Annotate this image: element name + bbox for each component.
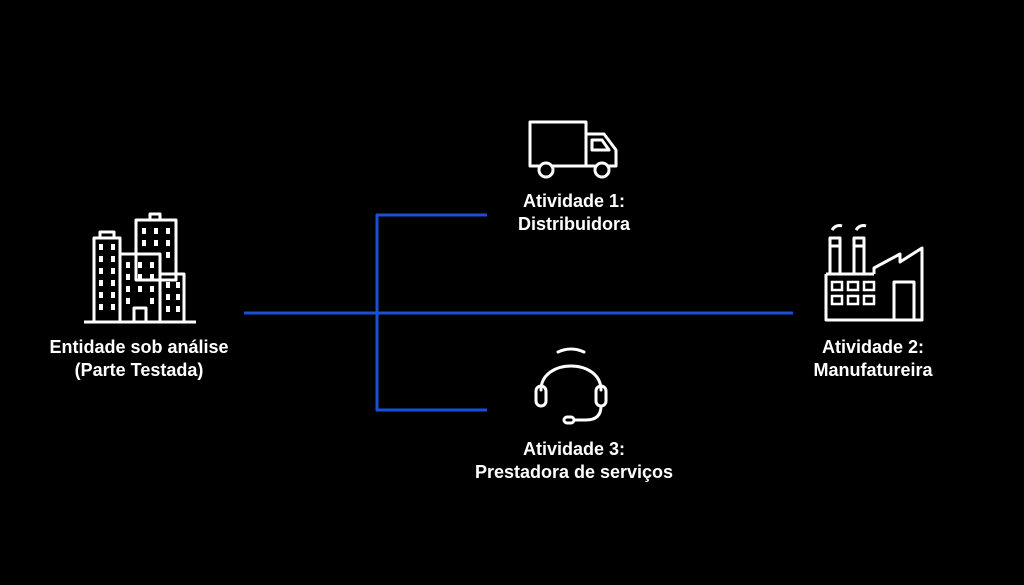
activity2-label: Atividade 2: Manufatureira: [783, 336, 963, 382]
activity3-label-line2: Prestadora de serviços: [474, 462, 674, 482]
entity-label: Entidade sob análise (Parte Testada): [30, 336, 248, 382]
activity3-label: Atividade 3: Prestadora de serviços: [444, 438, 704, 484]
entity-label-line2: (Parte Testada): [74, 360, 204, 380]
headset-icon: [534, 347, 608, 425]
activity1-label-line2: Distribuidora: [517, 214, 630, 234]
activity2-label-line1: Atividade 2:: [821, 337, 925, 357]
entity-label-line1: Entidade sob análise: [49, 337, 229, 357]
office-buildings-icon: [84, 212, 196, 324]
activity1-label: Atividade 1: Distribuidora: [474, 190, 674, 236]
delivery-truck-icon: [528, 120, 618, 179]
activity3-label-line1: Atividade 3:: [522, 439, 626, 459]
activity1-label-line1: Atividade 1:: [522, 191, 626, 211]
factory-icon: [824, 224, 924, 322]
activity2-label-line2: Manufatureira: [813, 360, 933, 380]
